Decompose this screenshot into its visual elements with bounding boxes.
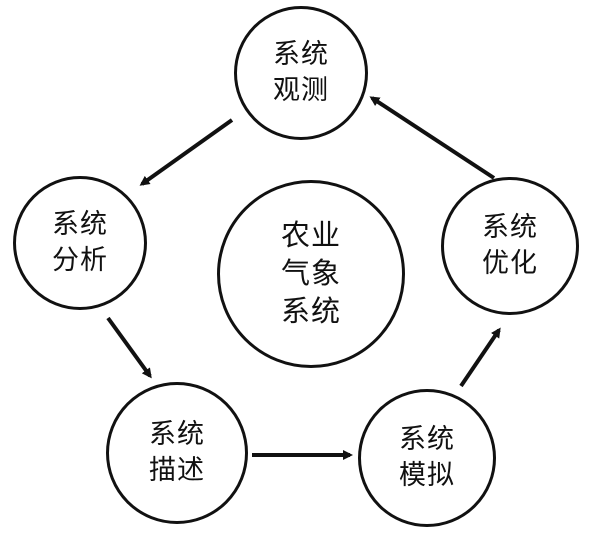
node-label: 系统 分析 — [52, 207, 108, 278]
node-label: 系统 优化 — [482, 210, 538, 281]
node-system-analysis: 系统 分析 — [13, 176, 147, 310]
node-label-line: 系统 — [273, 39, 329, 71]
node-label-line: 优化 — [482, 248, 538, 279]
center-label: 农业 气象 系统 — [281, 217, 341, 330]
arrow-observe-to-analyze — [139, 118, 234, 186]
node-system-description: 系统 描述 — [106, 382, 248, 524]
center-label-line: 系统 — [280, 293, 341, 328]
arrow-optimize-to-observe — [369, 96, 496, 180]
node-label: 系统 观测 — [273, 37, 329, 108]
arrow-analyze-to-describe — [106, 316, 152, 379]
node-label-line: 观测 — [273, 75, 329, 106]
node-label-line: 系统 — [399, 424, 455, 456]
node-label-line: 系统 — [482, 212, 538, 244]
node-label: 系统 描述 — [149, 417, 205, 488]
node-label: 系统 模拟 — [399, 422, 455, 493]
node-label-line: 系统 — [149, 419, 205, 451]
node-system-observation: 系统 观测 — [234, 6, 368, 140]
node-center-agro-meteorology-system: 农业 气象 系统 — [217, 180, 405, 368]
node-label-line: 模拟 — [399, 460, 455, 491]
center-label-line: 气象 — [280, 256, 341, 291]
node-label-line: 分析 — [52, 245, 108, 276]
center-label-line: 农业 — [280, 218, 341, 253]
node-system-optimization: 系统 优化 — [441, 177, 579, 315]
node-label-line: 系统 — [52, 209, 108, 241]
arrow-simulate-to-optimize — [459, 327, 501, 388]
node-system-simulation: 系统 模拟 — [358, 389, 496, 527]
node-label-line: 描述 — [149, 455, 205, 486]
